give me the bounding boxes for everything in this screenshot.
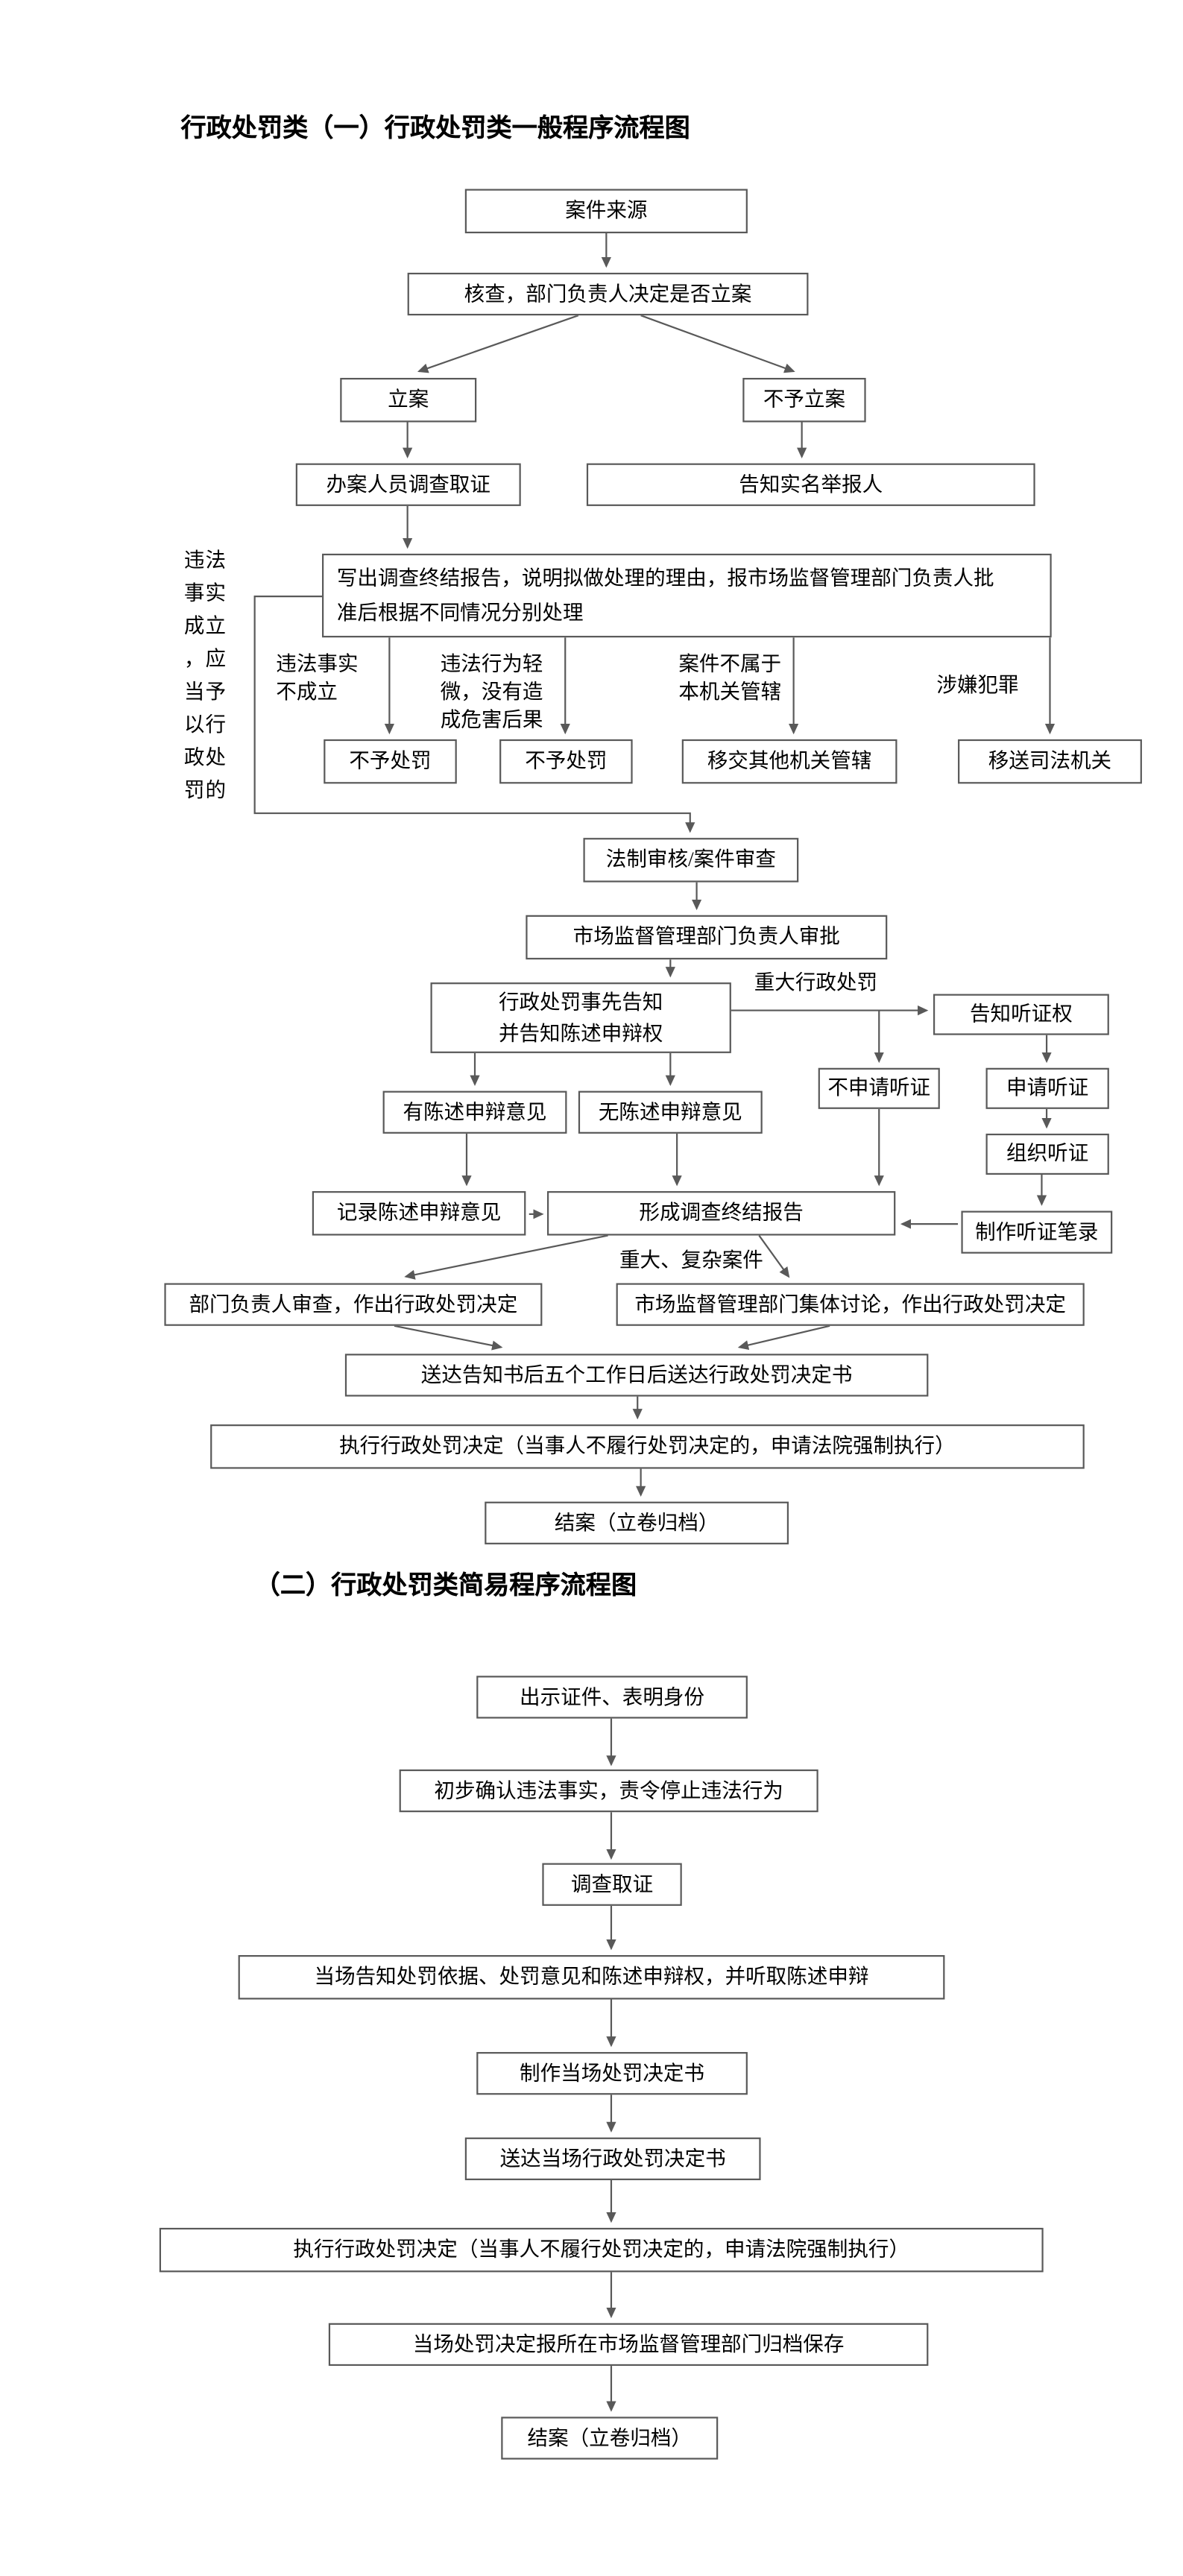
node-deliver-penalty-decision: 送达告知书后五个工作日后送达行政处罚决定书 [344, 1354, 929, 1397]
node-record-statement: 记录陈述申辩意见 [312, 1191, 526, 1236]
node-organize-hearing: 组织听证 [985, 1133, 1109, 1175]
node2-close-case: 结案（立卷归档） [501, 2416, 719, 2460]
node-prior-notice: 行政处罚事先告知 并告知陈述申辩权 [430, 982, 731, 1053]
label-suspected-crime: 涉嫌犯罪 [936, 673, 1019, 697]
label-major-complex-case: 重大、复杂案件 [619, 1248, 763, 1272]
node-inform-whistleblower: 告知实名举报人 [586, 463, 1035, 506]
node-collective-decision: 市场监督管理部门集体讨论，作出行政处罚决定 [616, 1283, 1085, 1326]
node-has-statement: 有陈述申辩意见 [382, 1090, 567, 1134]
node2-archive-report: 当场处罚决定报所在市场监督管理部门归档保存 [328, 2323, 929, 2367]
node2-confirm-facts: 初步确认违法事实，责令停止违法行为 [399, 1769, 818, 1813]
node-no-statement: 无陈述申辩意见 [578, 1090, 763, 1134]
prior-notice-line1: 行政处罚事先告知 [498, 990, 663, 1013]
node2-onsite-notice: 当场告知处罚依据、处罚意见和陈述申辩权，并听取陈述申辩 [238, 1954, 945, 2000]
node2-deliver-onsite-decision: 送达当场行政处罚决定书 [464, 2137, 761, 2180]
node-hearing-transcript: 制作听证笔录 [961, 1210, 1113, 1254]
side-note-penalty-condition: 违法事实成立，应当予以行政处罚的 [183, 549, 227, 802]
node-execute-decision: 执行行政处罚决定（当事人不履行处罚决定的，申请法院强制执行） [210, 1424, 1085, 1469]
node-verify-decide-filing: 核查，部门负责人决定是否立案 [407, 272, 809, 316]
node-apply-hearing: 申请听证 [985, 1067, 1109, 1109]
node-transfer-judicial: 移送司法机关 [958, 739, 1142, 784]
node-no-hearing-request: 不申请听证 [818, 1067, 940, 1109]
node-close-case: 结案（立卷归档） [485, 1501, 789, 1544]
node2-execute-decision: 执行行政处罚决定（当事人不履行处罚决定的，申请法院强制执行） [159, 2227, 1044, 2273]
node-investigate-evidence: 办案人员调查取证 [295, 463, 521, 506]
label-facts-not-established: 违法事实不成立 [276, 652, 359, 704]
prior-notice-line2: 并告知陈述申辩权 [498, 1020, 663, 1044]
flowchart-title-simple: （二）行政处罚类简易程序流程图 [254, 1572, 637, 1600]
node2-show-credentials: 出示证件、表明身份 [476, 1676, 748, 1719]
node-file-case: 立案 [340, 377, 477, 423]
node-no-penalty-1: 不予处罚 [324, 739, 457, 784]
node-head-approval: 市场监督管理部门负责人审批 [526, 915, 888, 960]
node-transfer-other-agency: 移交其他机关管辖 [681, 739, 897, 784]
node2-make-onsite-decision: 制作当场处罚决定书 [476, 2052, 748, 2095]
label-no-jurisdiction: 案件不属于本机关管辖 [678, 652, 782, 704]
node-inform-hearing-right: 告知听证权 [933, 994, 1109, 1035]
node-no-filing: 不予立案 [742, 377, 866, 423]
node-no-penalty-2: 不予处罚 [499, 739, 633, 784]
node-conclusion-report: 写出调查终结报告，说明拟做处理的理由，报市场监督管理部门负责人批准后根据不同情况… [322, 553, 1052, 638]
flowchart-title-general: 行政处罚类（一）行政处罚类一般程序流程图 [180, 115, 690, 143]
node-final-report: 形成调查终结报告 [546, 1191, 896, 1236]
node2-investigate: 调查取证 [542, 1863, 682, 1906]
label-minor-violation: 违法行为轻微，没有造成危害后果 [440, 652, 543, 731]
node-dept-head-decision: 部门负责人审查，作出行政处罚决定 [164, 1283, 543, 1326]
label-major-penalty: 重大行政处罚 [754, 970, 878, 994]
node-legal-review: 法制审核/案件审查 [583, 838, 799, 883]
node-case-source: 案件来源 [464, 189, 748, 233]
